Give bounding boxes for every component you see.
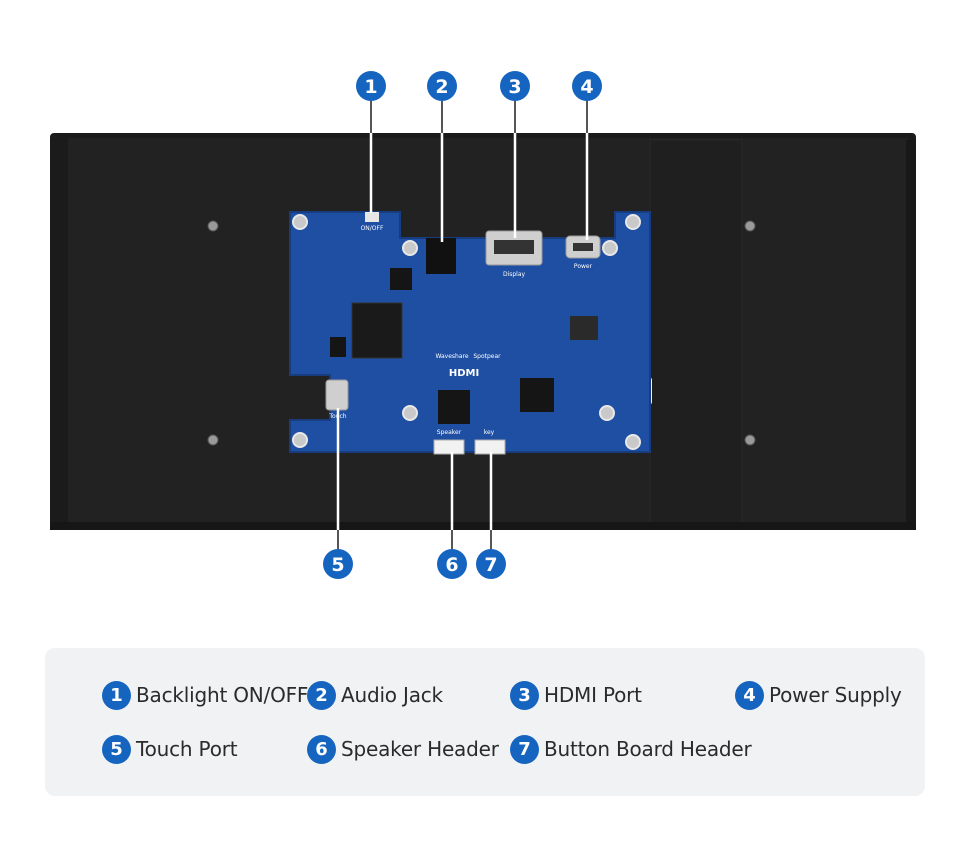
- legend-label-1: Backlight ON/OFF: [136, 683, 309, 707]
- legend-label-7: Button Board Header: [544, 737, 752, 761]
- panel-screws: [207, 220, 756, 446]
- pcb-holes: [292, 214, 641, 450]
- leader-lines-dark: [337, 100, 588, 550]
- legend-panel: 1 Backlight ON/OFF 2 Audio Jack 3 HDMI P…: [45, 648, 925, 796]
- callout-num-6: 6: [445, 554, 458, 576]
- board-label-speaker: Speaker: [437, 429, 462, 436]
- legend-item-6: 6 Speaker Header: [307, 734, 499, 764]
- chip-small-1: [520, 378, 554, 412]
- callout-badge-4: [572, 71, 602, 101]
- callout-badge-3: [500, 71, 530, 101]
- board-label-onoff: ON/OFF: [361, 225, 384, 232]
- screw-icon: [207, 434, 219, 446]
- chip-small-2: [438, 390, 470, 424]
- callout-num-7: 7: [484, 554, 497, 576]
- display-diagram-svg: ON/OFF Display Power Touch Speaker key W…: [50, 71, 916, 579]
- chip-small-4: [330, 337, 346, 357]
- callout-num-5: 5: [331, 554, 344, 576]
- legend-label-5: Touch Port: [136, 737, 238, 761]
- board-label-key: key: [484, 429, 495, 436]
- legend-num-7: 7: [510, 734, 539, 764]
- key-header: [474, 439, 506, 455]
- legend-num-4: 4: [735, 680, 764, 710]
- panel-tape-right: [649, 139, 743, 526]
- callout-badge-5: [323, 549, 353, 579]
- speaker-header: [433, 439, 465, 455]
- mount-hole-icon: [599, 405, 615, 421]
- board-label-display: Display: [503, 271, 526, 278]
- chip-small-3: [390, 268, 412, 290]
- callout-num-2: 2: [435, 76, 448, 98]
- callout-num-4: 4: [580, 76, 593, 98]
- touch-port: [325, 379, 349, 411]
- product-diagram: ON/OFF Display Power Touch Speaker key W…: [50, 71, 916, 579]
- legend-label-4: Power Supply: [769, 683, 902, 707]
- audio-jack: [426, 238, 456, 274]
- board-label-power: Power: [574, 263, 593, 270]
- pcb-board: [289, 211, 651, 453]
- hdmi-logo: HDMI: [449, 368, 479, 379]
- mount-hole-icon: [292, 432, 308, 448]
- legend-item-5: 5 Touch Port: [102, 734, 238, 764]
- mount-hole-icon: [625, 214, 641, 230]
- legend-num-3: 3: [510, 680, 539, 710]
- legend-num-5: 5: [102, 734, 131, 764]
- legend-label-3: HDMI Port: [544, 683, 642, 707]
- callout-badges: 1 2 3 4 5 6 7: [323, 71, 602, 579]
- screw-icon: [744, 434, 756, 446]
- legend-item-1: 1 Backlight ON/OFF: [102, 680, 308, 710]
- callout-num-3: 3: [508, 76, 521, 98]
- mount-hole-icon: [292, 214, 308, 230]
- mount-hole-icon: [602, 240, 618, 256]
- callout-badge-6: [437, 549, 467, 579]
- callout-badge-2: [427, 71, 457, 101]
- legend-item-2: 2 Audio Jack: [307, 680, 443, 710]
- hdmi-port-inner: [494, 240, 534, 254]
- legend-item-3: 3 HDMI Port: [510, 680, 642, 710]
- callout-badge-1: [356, 71, 386, 101]
- legend-item-4: 4 Power Supply: [735, 680, 902, 710]
- brand-waveshare: Waveshare: [435, 353, 468, 360]
- legend-label-2: Audio Jack: [341, 683, 443, 707]
- legend-num-1: 1: [102, 680, 131, 710]
- inductor: [570, 316, 598, 340]
- legend-num-2: 2: [307, 680, 336, 710]
- legend-item-7: 7 Button Board Header: [510, 734, 752, 764]
- callout-badge-7: [476, 549, 506, 579]
- legend-num-6: 6: [307, 734, 336, 764]
- panel-edge-bottom: [50, 522, 916, 530]
- mount-hole-icon: [402, 240, 418, 256]
- brand-spotpear: Spotpear: [473, 353, 501, 360]
- main-chip: [351, 302, 403, 359]
- screw-icon: [744, 220, 756, 232]
- backlight-switch: [365, 212, 379, 222]
- screw-icon: [207, 220, 219, 232]
- panel-edge-right: [906, 140, 916, 525]
- callout-num-1: 1: [364, 76, 377, 98]
- legend-label-6: Speaker Header: [341, 737, 499, 761]
- power-port-inner: [573, 243, 593, 251]
- mount-hole-icon: [625, 434, 641, 450]
- mount-hole-icon: [402, 405, 418, 421]
